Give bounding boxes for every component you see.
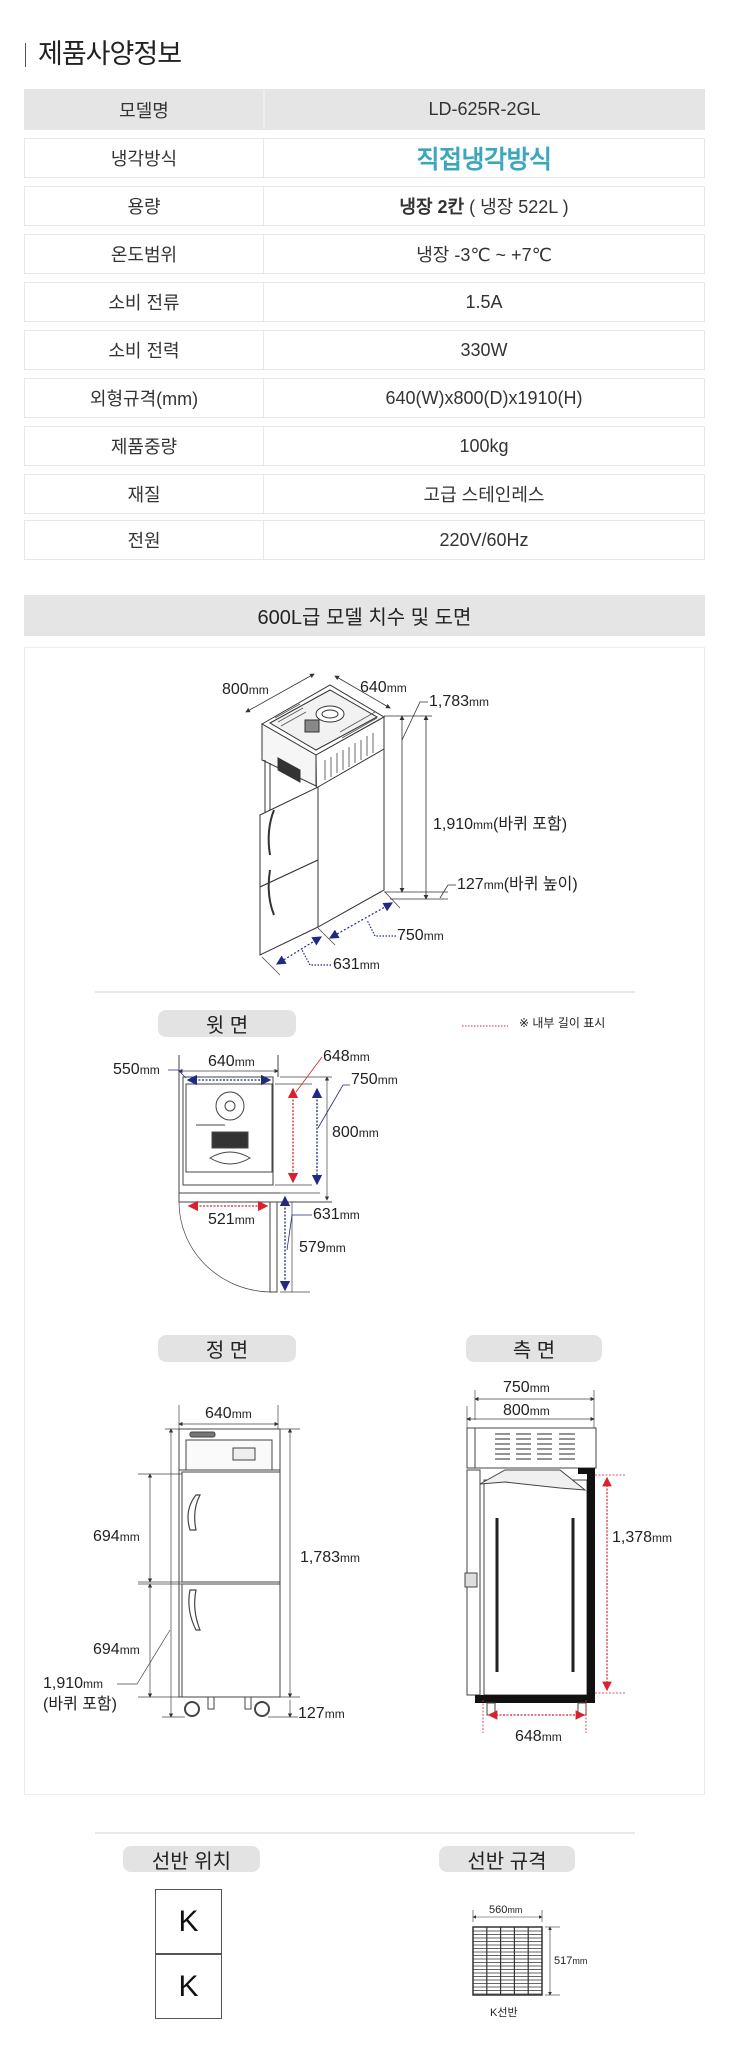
top-depth-800-label: 800mm (332, 1124, 379, 1141)
capacity-value: ( 냉장 522L ) (464, 197, 569, 217)
iso-width-label: 640mm (360, 679, 407, 696)
shelf-slot: K (155, 1954, 222, 2019)
front-upper-door-label: 694mm (93, 1528, 140, 1545)
divider (95, 1832, 635, 1834)
spec-label: 외형규격(mm) (25, 379, 264, 417)
shelf-grid-drawing (472, 1910, 560, 1996)
front-total-height-label: 1,910mm (43, 1675, 104, 1692)
front-body-height-label: 1,783mm (300, 1549, 361, 1566)
spec-value: 고급 스테인레스 (423, 485, 545, 505)
top-door-631-label: 631mm (313, 1206, 360, 1223)
spec-label: 온도범위 (25, 235, 264, 273)
spec-row: 소비 전류 1.5A (24, 282, 705, 322)
top-width-label: 640mm (208, 1053, 255, 1070)
iso-swing-750-label: 750mm (397, 927, 444, 944)
spec-label: 제품중량 (25, 427, 264, 465)
side-depth-800-label: 800mm (503, 1402, 550, 1419)
shelf-slot: K (155, 1889, 222, 1954)
spec-row-model: 모델명 LD-625R-2GL (24, 89, 705, 130)
spec-value: LD-625R-2GL (428, 99, 541, 119)
spec-label: 용량 (25, 187, 264, 225)
top-inner-depth-label: 648mm (323, 1048, 370, 1065)
spec-label: 냉각방식 (25, 139, 264, 177)
shelf-depth-label: 517mm (554, 1955, 588, 1967)
front-wheel-label: 127mm (298, 1705, 345, 1722)
shelf-position-label: 선반 위치 (123, 1846, 260, 1873)
shelf-width-label: 560mm (489, 1904, 523, 1916)
top-view-label: 윗 면 (158, 1010, 296, 1037)
spec-label: 전원 (25, 521, 264, 559)
side-depth-750-label: 750mm (503, 1379, 550, 1396)
spec-label: 소비 전력 (25, 331, 264, 369)
spec-value: 220V/60Hz (439, 529, 529, 550)
top-door-inner-label: 521mm (208, 1211, 255, 1228)
front-lower-door-label: 694mm (93, 1641, 140, 1658)
page-title: 제품사양정보 (38, 39, 182, 69)
top-inner-width-label: 550mm (113, 1061, 160, 1078)
spec-value: 100kg (459, 435, 509, 456)
spec-row: 외형규격(mm) 640(W)x800(D)x1910(H) (24, 378, 705, 418)
side-inner-depth-label: 648mm (515, 1728, 562, 1745)
spec-value: 640(W)x800(D)x1910(H) (385, 387, 583, 408)
iso-total-height-label: 1,910mm(바퀴 포함) (433, 816, 568, 833)
spec-row: 전원 220V/60Hz (24, 520, 705, 560)
shelf-spec-label: 선반 규격 (439, 1846, 575, 1873)
shelf-name-label: K선반 (490, 2007, 518, 2019)
side-inner-height-label: 1,378mm (612, 1529, 673, 1546)
spec-value: 냉장 -3℃ ~ +7℃ (416, 245, 552, 265)
spec-row: 용량 냉장 2칸 ( 냉장 522L ) (24, 186, 705, 226)
front-width-label: 640mm (205, 1405, 252, 1422)
spec-row: 제품중량 100kg (24, 426, 705, 466)
spec-row: 재질 고급 스테인레스 (24, 474, 705, 514)
top-depth-750-label: 750mm (351, 1071, 398, 1088)
front-total-height-note: (바퀴 포함) (43, 1696, 117, 1713)
title-accent-bar (25, 43, 26, 67)
spec-value: 330W (460, 339, 508, 360)
iso-depth-label: 800mm (222, 681, 269, 698)
iso-body-height-label: 1,783mm (429, 693, 490, 710)
top-door-579-label: 579mm (299, 1239, 346, 1256)
section-header: 600L급 모델 치수 및 도면 (24, 595, 705, 636)
capacity-bold: 냉장 2칸 (399, 197, 465, 217)
spec-label: 소비 전류 (25, 283, 264, 321)
iso-wheel-height-label: 127mm(바퀴 높이) (457, 876, 578, 893)
spec-label: 모델명 (25, 90, 265, 129)
spec-row: 냉각방식 직접냉각방식 (24, 138, 705, 178)
side-view-label: 측 면 (466, 1335, 602, 1362)
iso-swing-631-label: 631mm (333, 956, 380, 973)
spec-row: 온도범위 냉장 -3℃ ~ +7℃ (24, 234, 705, 274)
spec-value: 1.5A (465, 291, 503, 312)
diagram-box (24, 647, 705, 1795)
inner-length-legend: ※ 내부 길이 표시 (519, 1016, 606, 1030)
spec-label: 재질 (25, 475, 264, 513)
front-view-label: 정 면 (158, 1335, 296, 1362)
divider (95, 991, 635, 993)
cooling-method-value: 직접냉각방식 (416, 146, 552, 174)
spec-row: 소비 전력 330W (24, 330, 705, 370)
